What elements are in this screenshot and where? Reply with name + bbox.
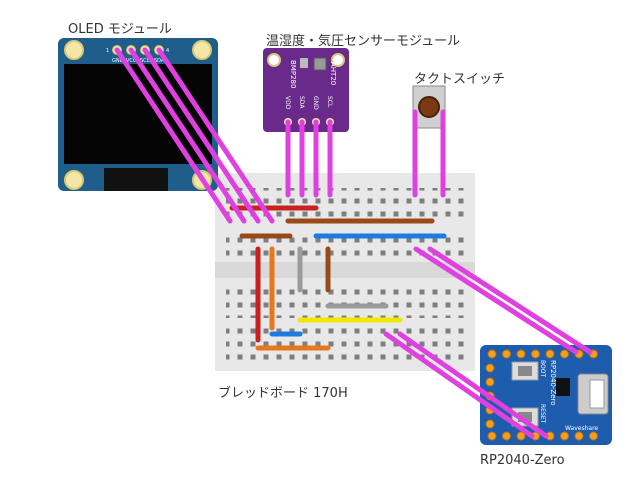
breadboard: [215, 173, 475, 371]
mcu-pin: [502, 431, 511, 441]
oled-pin-vcc: VCC: [126, 58, 137, 64]
mcu-pin: [574, 431, 584, 441]
oled-pin-gnd: GND: [112, 58, 124, 64]
mcu-pin: [487, 349, 497, 359]
breadboard-wires: [229, 205, 447, 351]
jumper-wires: [114, 47, 593, 439]
jumper-oled-gnd: [114, 47, 233, 224]
breadboard-label: ブレッドボード 170H: [218, 386, 348, 401]
mcu-pin: [487, 431, 497, 441]
jumper-oled-sda: [156, 47, 275, 224]
mcu-pin: [502, 349, 511, 359]
oled-label: OLED モジュール: [68, 22, 172, 37]
oled-pin-number-4: 4: [166, 48, 169, 54]
jumper-oled-vcc: [128, 47, 247, 224]
mcu-pin: [485, 419, 495, 429]
mcu-pin: [589, 431, 598, 441]
jumper-mcu-4: [397, 331, 549, 439]
mcu-silk-waveshare: Waveshare: [565, 425, 598, 432]
mcu-pin: [485, 377, 495, 387]
oled-pin-scl: SCL: [140, 58, 150, 64]
mcu-pin: [560, 431, 569, 441]
rp2040-zero-board: RP2040-Zero BOOT RESET Waveshare: [480, 345, 612, 445]
mcu-pin: [560, 349, 569, 359]
mcu-pin: [545, 349, 555, 359]
mcu-silk-boot: BOOT: [539, 360, 546, 377]
jumper-mcu-2: [427, 246, 593, 355]
tact-switch: [412, 85, 446, 129]
sensor-pin-sda: SDA: [298, 96, 305, 109]
oled-pin-number-1: 1: [106, 48, 109, 54]
mcu-silk-name: RP2040-Zero: [549, 360, 557, 406]
mcu-pin: [516, 431, 526, 441]
mcu-pin: [531, 349, 540, 359]
mcu-silk-reset: RESET: [539, 404, 546, 424]
mcu-pin: [516, 349, 526, 359]
jumper-mcu-3: [383, 331, 535, 439]
sensor-pin-scl: SCL: [326, 96, 333, 108]
oled-pin-sda: SDA: [154, 58, 165, 64]
sensor-module: BMP280 AHT20 VDD SDA GND SCL: [263, 48, 349, 132]
mcu-label: RP2040-Zero: [480, 453, 565, 468]
sensor-chip-bmp280: BMP280: [289, 60, 297, 88]
mcu-pin: [485, 363, 495, 373]
switch-label: タクトスイッチ: [414, 72, 506, 87]
sensor-chip-aht20: AHT20: [329, 62, 337, 85]
sensor-pin-gnd: GND: [312, 96, 319, 110]
sensor-label: 温湿度・気圧センサーモジュール: [266, 34, 461, 49]
sensor-pin-vdd: VDD: [284, 96, 291, 110]
jumper-mcu-1: [413, 246, 579, 355]
jumper-oled-scl: [142, 47, 261, 224]
